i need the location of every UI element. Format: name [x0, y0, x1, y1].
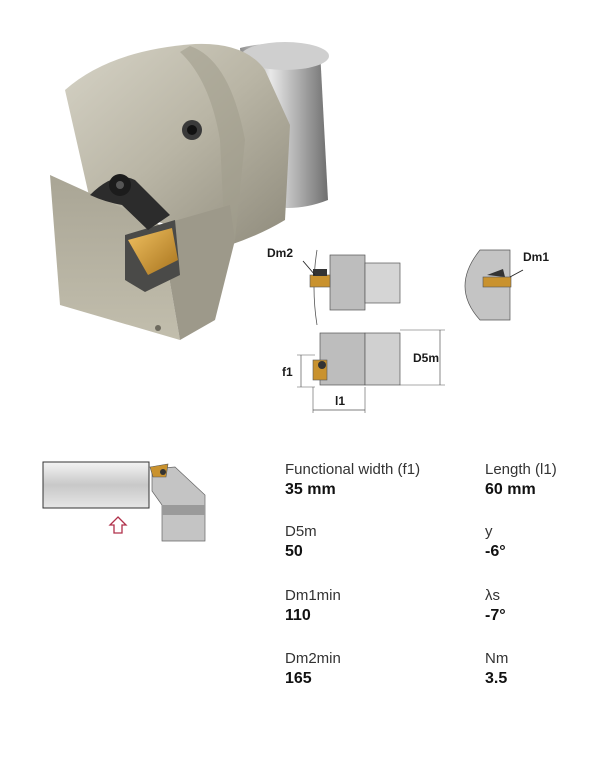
spec-dm1min: Dm1min 110: [285, 587, 341, 626]
spec-value: 3.5: [485, 670, 508, 687]
spec-value: -6°: [485, 543, 506, 560]
spec-label: Nm: [485, 650, 509, 667]
spec-label: y: [485, 523, 493, 540]
spec-value: -7°: [485, 607, 506, 624]
dimension-diagrams: Dm2 Dm1 D5m f1 l1: [267, 246, 549, 413]
machining-schematic: [42, 461, 206, 542]
dm2-label: Dm2: [267, 246, 293, 260]
dm1-label: Dm1: [523, 250, 549, 264]
spec-functional-width: Functional width (f1) 35 mm: [285, 461, 420, 500]
spec-length: Length (l1) 60 mm: [485, 461, 557, 500]
spec-label: Functional width (f1): [285, 461, 421, 478]
dm1-view: Dm1: [464, 249, 549, 321]
spec-label: D5m: [285, 523, 317, 540]
up-arrow-outline-icon: [108, 516, 128, 534]
tool-holder-photo: [50, 42, 329, 340]
spec-y: y -6°: [485, 523, 506, 562]
spec-dm2min: Dm2min 165: [285, 650, 341, 689]
l1-label: l1: [335, 394, 345, 408]
d5m-view: D5m f1 l1: [282, 329, 445, 413]
spec-value: 60 mm: [485, 481, 536, 498]
spec-nm: Nm 3.5: [485, 650, 508, 689]
spec-label: λs: [485, 587, 500, 604]
f1-label: f1: [282, 365, 293, 379]
spec-value: 165: [285, 670, 312, 687]
spec-value: 35 mm: [285, 481, 336, 498]
d5m-label: D5m: [413, 351, 439, 365]
spec-label: Length (l1): [485, 461, 557, 478]
dm2-view: Dm2: [267, 246, 401, 326]
spec-label: Dm2min: [285, 650, 341, 667]
spec-value: 50: [285, 543, 303, 560]
spec-value: 110: [285, 607, 311, 624]
spec-d5m: D5m 50: [285, 523, 317, 562]
spec-label: Dm1min: [285, 587, 341, 604]
spec-lambda-s: λs -7°: [485, 587, 506, 626]
